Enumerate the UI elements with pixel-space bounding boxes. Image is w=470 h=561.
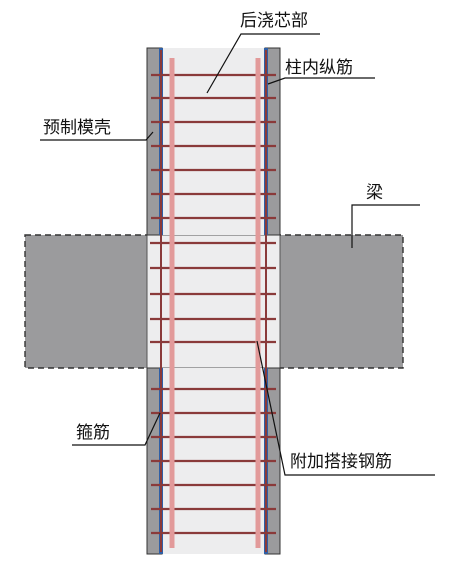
- beam-left: [25, 235, 147, 368]
- leader-longitudinal: [267, 77, 375, 85]
- label-shell: 预制模壳: [43, 118, 111, 138]
- leader-stirrup: [72, 412, 161, 446]
- label-lap-bar: 附加搭接钢筋: [290, 452, 392, 472]
- beam-right: [280, 235, 403, 368]
- label-core: 后浇芯部: [240, 11, 308, 31]
- upper-core: [163, 48, 264, 235]
- label-beam: 梁: [366, 183, 383, 203]
- leader-core: [206, 33, 320, 94]
- leader-lap-bar: [256, 340, 435, 476]
- leader-beam: [351, 204, 420, 248]
- label-stirrup: 箍筋: [76, 423, 110, 443]
- leader-shell: [40, 131, 154, 141]
- label-longitudinal: 柱内纵筋: [285, 58, 353, 78]
